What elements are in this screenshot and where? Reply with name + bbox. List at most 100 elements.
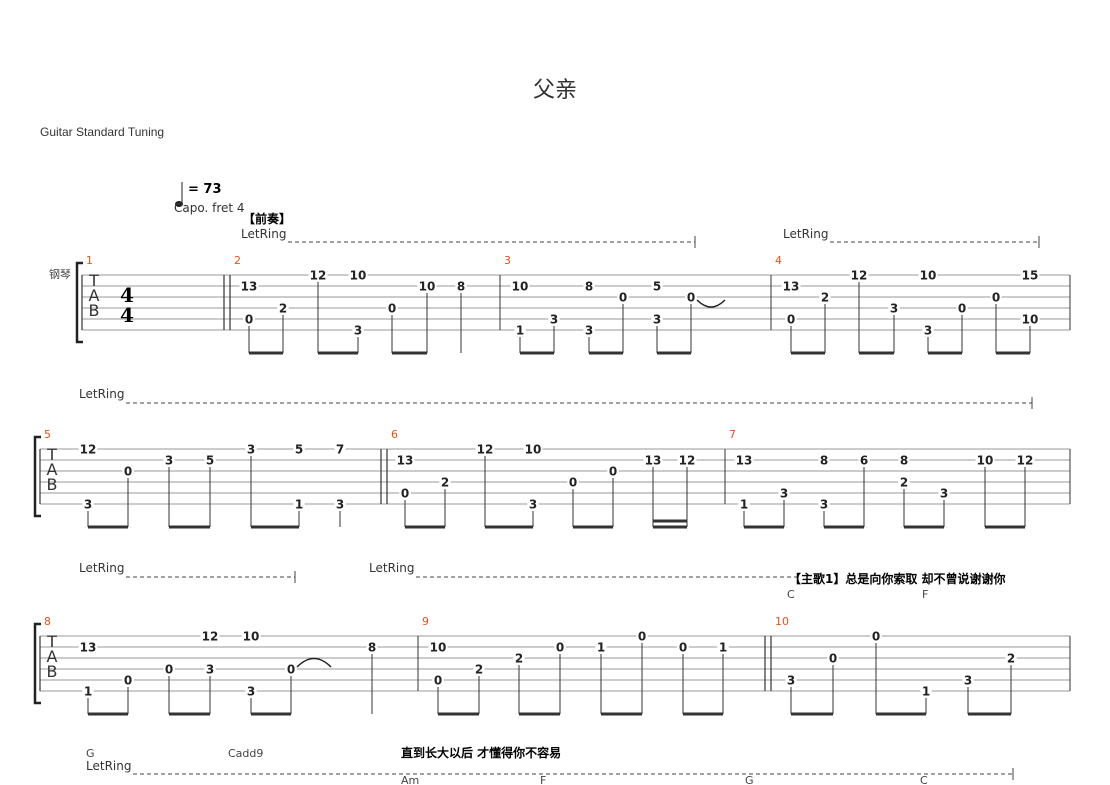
- svg-text:LetRing: LetRing: [369, 561, 414, 575]
- fret-number: 13: [241, 280, 258, 294]
- fret-number: 13: [783, 280, 800, 294]
- let-ring-4: LetRing: [79, 561, 296, 583]
- fret-number: 10: [1022, 313, 1039, 327]
- section-intro: 【前奏】: [243, 211, 291, 226]
- fret-number: 8: [368, 641, 376, 655]
- tab-clef-letter: A: [47, 460, 58, 479]
- chord-c: C: [787, 588, 795, 601]
- fret-bg: [938, 487, 950, 499]
- fret-number: 3: [940, 487, 948, 501]
- fret-number: 3: [247, 443, 255, 457]
- fret-number: 5: [295, 443, 303, 457]
- fret-number: 12: [202, 630, 219, 644]
- fret-bg: [1020, 313, 1040, 325]
- fret-number: 1: [516, 324, 524, 338]
- tempo-text: = 73: [188, 182, 222, 197]
- fret-bg: [567, 476, 579, 488]
- fret-number: 3: [820, 498, 828, 512]
- fret-number: 0: [638, 630, 646, 644]
- fret-number: 2: [475, 663, 483, 677]
- fret-bg: [395, 454, 415, 466]
- measure-number: 3: [504, 254, 511, 267]
- fret-number: 5: [206, 454, 214, 468]
- fret-bg: [888, 302, 900, 314]
- fret-number: 0: [388, 302, 396, 316]
- svg-text:LetRing: LetRing: [86, 759, 131, 773]
- measure-number: 10: [775, 615, 789, 628]
- fret-number: 8: [585, 280, 593, 294]
- fret-bg: [82, 498, 94, 510]
- fret-bg: [334, 498, 346, 510]
- fret-number: 1: [597, 641, 605, 655]
- fret-number: 3: [964, 674, 972, 688]
- fret-bg: [643, 454, 663, 466]
- fret-number: 6: [860, 454, 868, 468]
- fret-number: 0: [609, 465, 617, 479]
- fret-bg: [717, 641, 729, 653]
- fret-bg: [293, 443, 305, 455]
- fret-bg: [439, 476, 451, 488]
- fret-number: 12: [1017, 454, 1034, 468]
- fret-bg: [827, 652, 839, 664]
- fret-bg: [475, 443, 495, 455]
- fret-number: 12: [679, 454, 696, 468]
- fret-bg: [849, 269, 869, 281]
- fret-bg: [239, 280, 259, 292]
- measure-number: 6: [391, 428, 398, 441]
- fret-bg: [554, 641, 566, 653]
- fret-bg: [513, 652, 525, 664]
- fret-bg: [583, 280, 595, 292]
- fret-bg: [334, 443, 346, 455]
- fret-number: 3: [354, 324, 362, 338]
- let-ring-6: LetRing: [86, 759, 1014, 780]
- fret-bg: [399, 487, 411, 499]
- fret-number: 10: [243, 630, 260, 644]
- fret-bg: [514, 324, 526, 336]
- fret-bg: [527, 498, 539, 510]
- lyric-line-2: 直到长大以后 才懂得你不容易: [401, 745, 561, 760]
- fret-bg: [78, 443, 98, 455]
- system-bracket: [33, 435, 41, 518]
- fret-number: 10: [920, 269, 937, 283]
- measure-number: 8: [44, 615, 51, 628]
- fret-bg: [122, 674, 134, 686]
- fret-bg: [308, 269, 328, 281]
- fret-bg: [685, 291, 697, 303]
- instrument-label: 钢琴: [49, 268, 71, 281]
- measure-number: 4: [775, 254, 782, 267]
- fret-number: 1: [84, 685, 92, 699]
- fret-number: 0: [124, 465, 132, 479]
- tuning-label: Guitar Standard Tuning: [40, 125, 165, 139]
- fret-bg: [245, 685, 257, 697]
- fret-number: 3: [529, 498, 537, 512]
- let-ring-1: LetRing: [241, 227, 696, 248]
- tab-clef-letter: B: [47, 475, 58, 494]
- fret-number: 0: [245, 313, 253, 327]
- tab-clef-letter: B: [47, 662, 58, 681]
- fret-number: 3: [247, 685, 255, 699]
- tie-arc: [296, 657, 332, 668]
- fret-number: 0: [619, 291, 627, 305]
- measure-number: 9: [422, 615, 429, 628]
- fret-bg: [78, 641, 98, 653]
- fret-number: 3: [780, 487, 788, 501]
- fret-number: 1: [922, 685, 930, 699]
- chord-am: Am: [401, 774, 419, 785]
- fret-number: 3: [206, 663, 214, 677]
- fret-number: 3: [653, 313, 661, 327]
- fret-number: 13: [397, 454, 414, 468]
- fret-bg: [858, 454, 870, 466]
- fret-number: 13: [80, 641, 97, 655]
- fret-bg: [785, 313, 797, 325]
- time-signature-top: 4: [120, 283, 134, 307]
- fret-number: 0: [992, 291, 1000, 305]
- fret-number: 12: [80, 443, 97, 457]
- fret-number: 3: [84, 498, 92, 512]
- fret-bg: [352, 324, 364, 336]
- fret-number: 0: [872, 630, 880, 644]
- fret-number: 2: [821, 291, 829, 305]
- fret-bg: [1020, 269, 1040, 281]
- fret-number: 0: [679, 641, 687, 655]
